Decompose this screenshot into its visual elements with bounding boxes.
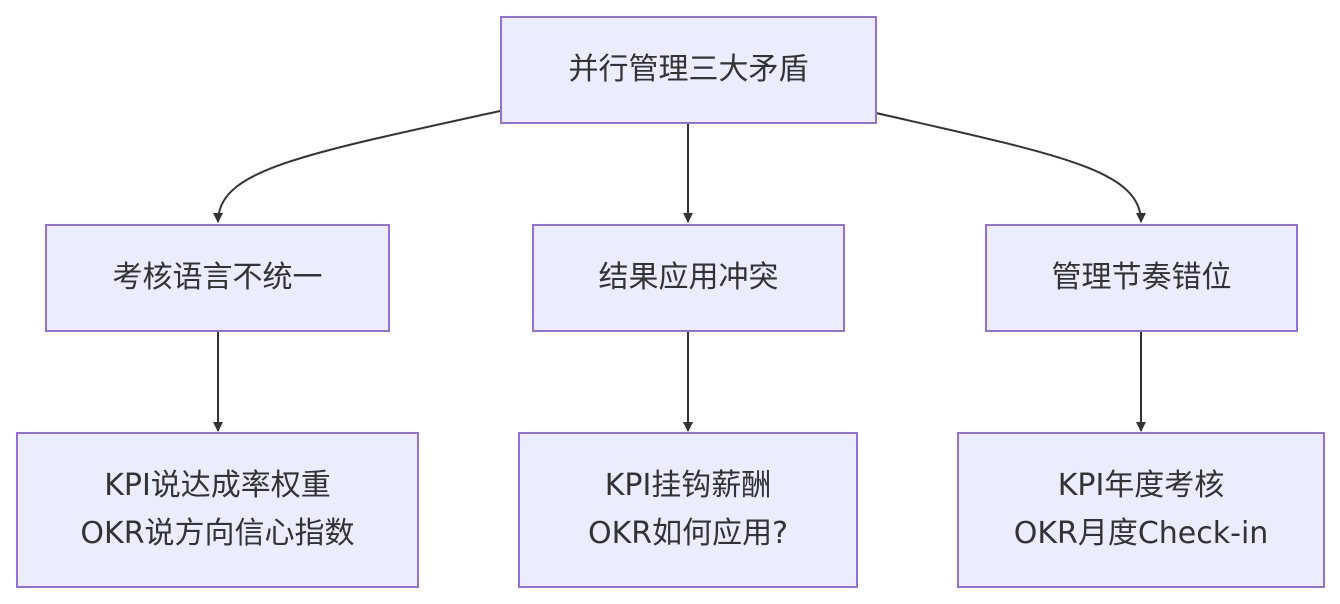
branch-node-3: 管理节奏错位 bbox=[985, 224, 1298, 332]
root-node: 并行管理三大矛盾 bbox=[500, 16, 877, 124]
detail-node-2: KPI挂钩薪酬 OKR如何应用? bbox=[518, 432, 858, 588]
detail-node-1-line-1: KPI说达成率权重 bbox=[104, 468, 331, 503]
detail-node-2-line-2: OKR如何应用? bbox=[587, 516, 789, 551]
branch-node-1-label: 考核语言不统一 bbox=[112, 260, 323, 295]
detail-node-2-line-1: KPI挂钩薪酬 bbox=[604, 468, 772, 503]
branch-node-2: 结果应用冲突 bbox=[532, 224, 845, 332]
edge-root-to-branch-3 bbox=[875, 112, 1146, 223]
detail-node-1: KPI说达成率权重 OKR说方向信心指数 bbox=[16, 432, 419, 588]
root-node-label: 并行管理三大矛盾 bbox=[568, 52, 809, 87]
edge-root-to-branch-1 bbox=[213, 110, 501, 223]
detail-node-3-line-1: KPI年度考核 bbox=[1057, 468, 1225, 503]
branch-node-3-label: 管理节奏错位 bbox=[1051, 260, 1232, 295]
branch-node-1: 考核语言不统一 bbox=[45, 224, 390, 332]
detail-node-3-line-2: OKR月度Check-in bbox=[1013, 516, 1269, 551]
detail-node-1-line-2: OKR说方向信心指数 bbox=[80, 516, 355, 551]
branch-node-2-label: 结果应用冲突 bbox=[598, 260, 779, 295]
detail-node-3: KPI年度考核 OKR月度Check-in bbox=[957, 432, 1325, 588]
